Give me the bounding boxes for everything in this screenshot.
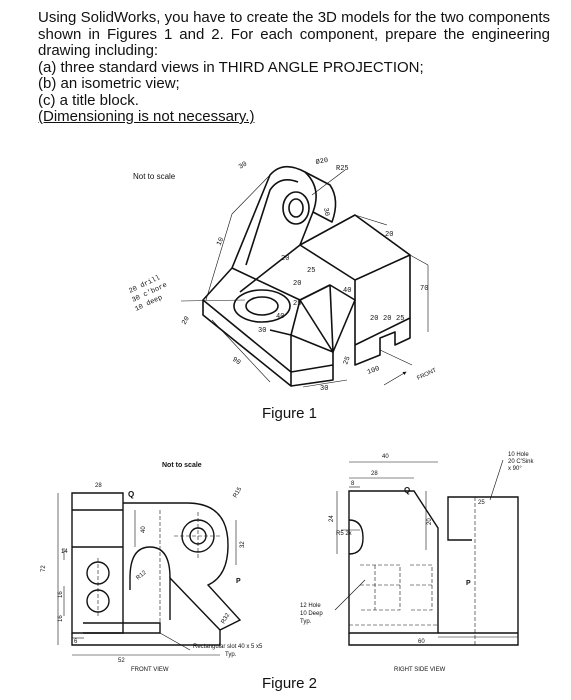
question-line-2: shown in Figures 1 and 2. For each compo…: [38, 25, 550, 43]
dim-label: Ø20: [315, 156, 329, 167]
dim-label: 20: [385, 231, 393, 239]
label-p: P: [236, 578, 241, 585]
dim-r5: R5 2x: [336, 531, 352, 537]
label-p-right: P: [466, 580, 471, 587]
dim-20-right: 20: [427, 518, 433, 525]
figure2-caption: Figure 2: [262, 675, 318, 692]
front-view-label: FRONT VIEW: [131, 667, 169, 673]
dim-24-right: 24: [329, 515, 335, 522]
dim-label: 20: [293, 280, 301, 288]
dim-label: 25: [396, 315, 404, 323]
dim-label: 20: [181, 315, 192, 326]
dim-14: 14: [61, 549, 68, 555]
label-q-right: Q: [404, 486, 410, 495]
figure2-scale-note: Not to scale: [162, 462, 202, 469]
dim-25-right: 25: [478, 500, 485, 506]
dim-label: 40: [276, 313, 284, 321]
item-c: (c) a title block.: [38, 91, 139, 109]
dimension-note: (Dimensioning is not necessary.): [38, 108, 255, 125]
question-text: Using SolidWorks, you have to create the…: [38, 9, 550, 126]
dim-label: 30: [238, 160, 249, 171]
dim-label: 20: [281, 255, 289, 263]
dim-label: 100: [366, 365, 381, 377]
dim-label: 10: [215, 236, 226, 247]
sink-note-3: x 90°: [508, 466, 522, 472]
dim-8-right: 8: [351, 481, 355, 487]
dim-label: 30: [320, 385, 328, 393]
dim-label: 25: [342, 355, 352, 366]
figure1-scale-note: Not to scale: [133, 172, 176, 181]
dim-r32: R32: [221, 612, 232, 625]
dim-16b: 16: [58, 615, 64, 622]
figure2-right-view: [348, 490, 519, 646]
item-a: (a) three standard views in THIRD ANGLE …: [38, 58, 424, 76]
dim-label: R25: [336, 165, 349, 173]
dim-52: 52: [118, 658, 125, 664]
hole-note-1: 12 Hole: [300, 603, 321, 609]
dim-32: 32: [240, 541, 246, 548]
label-q: Q: [128, 490, 134, 499]
dim-60-right: 60: [418, 639, 425, 645]
dim-28-right: 28: [371, 471, 378, 477]
figure2-front-view: [71, 492, 242, 646]
question-line-1: Using SolidWorks, you have to create the…: [38, 9, 550, 26]
hole-note-2: 10 Deep: [300, 611, 323, 617]
dim-16a: 16: [58, 591, 64, 598]
front-label: FRONT: [416, 368, 438, 382]
dim-40-right: 40: [382, 454, 389, 460]
dim-label: 70: [420, 285, 428, 293]
figure1-isometric: [202, 165, 411, 387]
dim-r12: R12: [135, 569, 148, 581]
dim-6: 6: [74, 639, 78, 645]
sink-note-1: 10 Hole: [508, 452, 529, 458]
dim-28: 28: [95, 483, 102, 489]
sink-note-2: 20 C'Sink: [508, 459, 534, 465]
slot-note-1: Rectangular slot 40 x 5 x5: [193, 644, 263, 650]
slot-note-2: Typ.: [225, 652, 237, 658]
dim-label: 30: [321, 207, 330, 217]
dim-label: 20: [370, 315, 378, 323]
item-b: (b) an isometric view;: [38, 75, 180, 92]
dim-label: 30: [258, 327, 266, 335]
dim-label: 40: [343, 287, 351, 295]
dim-label: 90: [230, 356, 241, 367]
dim-r15: R15: [233, 486, 244, 499]
dim-label: 25: [307, 267, 315, 275]
question-line-3: drawing including:: [38, 42, 159, 59]
dim-72: 72: [41, 565, 47, 572]
dim-label: 20: [383, 315, 391, 323]
hole-note-3: Typ.: [300, 619, 312, 625]
dim-label: 25: [293, 300, 301, 308]
figure1-caption: Figure 1: [262, 405, 318, 422]
right-view-label: RIGHT SIDE VIEW: [394, 667, 446, 673]
dim-40: 40: [141, 526, 147, 533]
